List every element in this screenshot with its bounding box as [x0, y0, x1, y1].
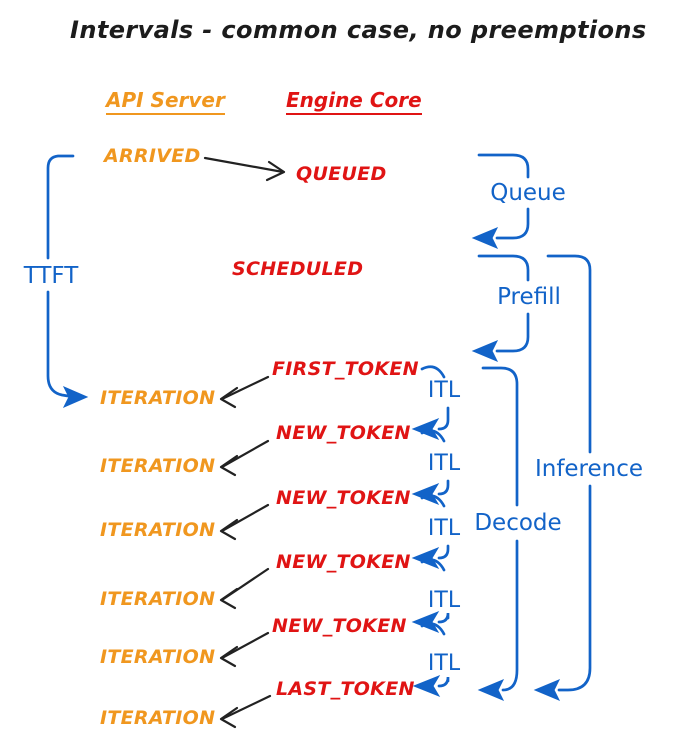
ttft-bracket-arrow — [46, 154, 89, 409]
interval-label-prefill: Prefill — [497, 284, 561, 310]
arrow-token-to-iteration-3 — [219, 503, 270, 541]
decode-bracket-arrow — [477, 366, 519, 701]
interval-label-itl-5: ITL — [427, 651, 461, 676]
event-iteration-2: ITERATION — [100, 455, 216, 477]
itl-hook-arrow-2 — [411, 479, 450, 506]
event-iteration-4: ITERATION — [100, 588, 216, 610]
interval-label-inference: Inference — [534, 456, 644, 482]
itl-arc-3 — [420, 494, 446, 508]
prefill-bracket-arrow — [471, 254, 530, 362]
interval-label-itl-4: ITL — [427, 588, 461, 613]
event-arrived: ARRIVED — [104, 145, 201, 167]
event-last-token: LAST_TOKEN — [276, 678, 415, 700]
column-header-engine-core: Engine Core — [286, 88, 422, 115]
arrow-token-to-iteration-5 — [219, 631, 270, 668]
event-new-token-3: NEW_TOKEN — [276, 551, 411, 573]
event-scheduled: SCHEDULED — [232, 258, 364, 280]
interval-label-queue: Queue — [490, 180, 566, 206]
queue-bracket-arrow — [471, 153, 530, 249]
event-first-token: FIRST_TOKEN — [272, 358, 419, 380]
column-header-api-server: API Server — [106, 88, 225, 115]
interval-label-decode: Decode — [474, 510, 562, 536]
inference-bracket-arrow — [533, 254, 592, 701]
event-iteration-5: ITERATION — [100, 646, 216, 668]
itl-arc-5 — [420, 622, 446, 636]
arrow-token-to-iteration-4 — [219, 567, 270, 610]
arrow-token-to-iteration-6 — [219, 694, 272, 729]
itl-arc-2 — [420, 429, 446, 443]
itl-arc-4 — [420, 558, 446, 572]
interval-label-ttft: TTFT — [23, 263, 79, 289]
event-new-token-4: NEW_TOKEN — [272, 615, 407, 637]
itl-arc-1 — [420, 365, 446, 379]
itl-hook-arrow-5 — [412, 674, 450, 698]
event-iteration-1: ITERATION — [100, 387, 216, 409]
event-new-token-1: NEW_TOKEN — [276, 422, 411, 444]
itl-hook-arrow-1 — [411, 406, 450, 441]
diagram-title: Intervals - common case, no preemptions — [70, 16, 647, 44]
arrow-token-to-iteration-1 — [219, 375, 270, 409]
interval-label-itl-1: ITL — [427, 378, 461, 403]
event-new-token-2: NEW_TOKEN — [276, 487, 411, 509]
arrow-token-to-iteration-2 — [219, 439, 270, 477]
event-iteration-6: ITERATION — [100, 707, 216, 729]
event-queued: QUEUED — [296, 163, 387, 185]
interval-label-itl-2: ITL — [427, 451, 461, 476]
itl-hook-arrow-3 — [411, 544, 450, 570]
interval-label-itl-3: ITL — [427, 516, 461, 541]
event-iteration-3: ITERATION — [100, 519, 216, 541]
arrow-arrived-to-queued — [203, 156, 286, 182]
itl-hook-arrow-4 — [411, 610, 450, 634]
